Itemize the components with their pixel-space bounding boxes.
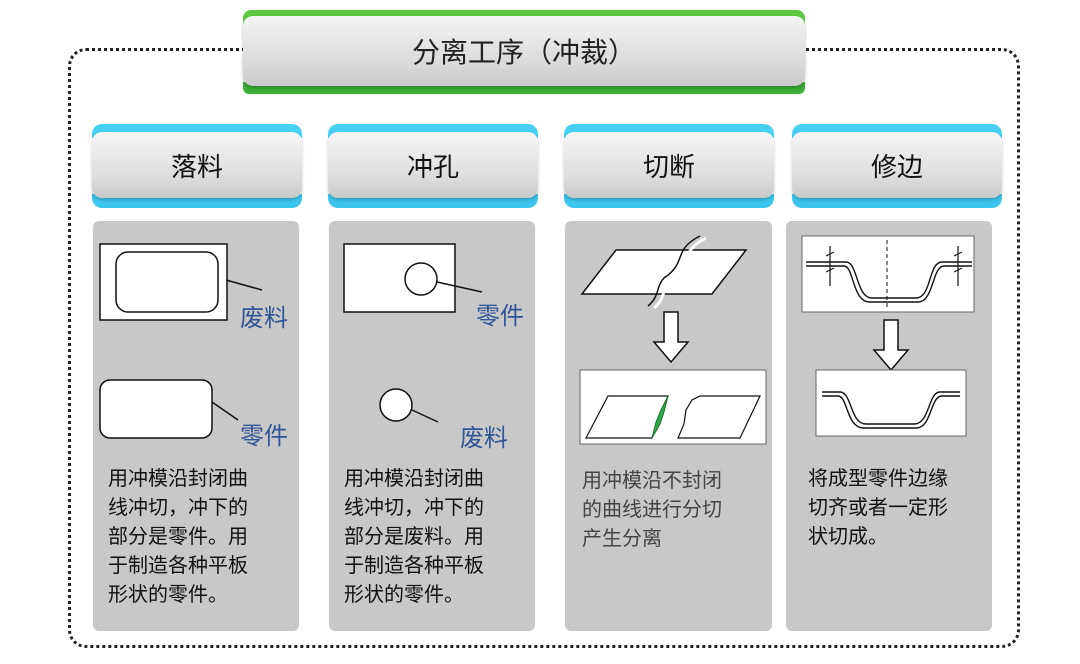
trimming-before-illustration [801,235,975,313]
description-line: 于制造各种平板 [344,553,484,577]
punching-sheet-illustration [343,243,483,313]
description-punching: 用冲模沿封闭曲 线冲切，冲下的 部分是废料。用 于制造各种平板 形状的零件。 [344,464,484,609]
description-line: 线冲切，冲下的 [344,495,484,519]
description-line: 状切成。 [808,524,888,548]
description-line: 将成型零件边缘 [808,466,948,490]
diagram-title: 分离工序（冲裁） [243,16,805,86]
scrap-label: 废料 [460,424,508,452]
column-heading: 切断 [564,132,774,198]
column-header-trimming: 修边 [792,124,1002,208]
description-line: 形状的零件。 [108,582,228,606]
cutting-arrow-icon [652,311,690,364]
description-line: 用冲模沿封闭曲 [108,466,248,490]
description-line: 产生分离 [582,526,662,550]
title-banner: 分离工序（冲裁） [243,10,805,94]
description-trimming: 将成型零件边缘 切齐或者一定形 状切成。 [808,464,948,551]
description-line: 用冲模沿封闭曲 [344,466,484,490]
punching-slug-illustration [379,388,439,423]
description-line: 形状的零件。 [344,582,464,606]
column-header-punching: 冲孔 [328,124,538,208]
part-label: 零件 [240,422,288,450]
column-header-cutting: 切断 [564,124,774,208]
column-heading: 冲孔 [328,132,538,198]
cutting-sheet-illustration [580,235,748,310]
description-line: 的曲线进行分切 [582,497,722,521]
description-line: 线冲切，冲下的 [108,495,248,519]
description-line: 切齐或者一定形 [808,495,948,519]
column-heading: 修边 [792,132,1002,198]
cutting-result-illustration [579,369,767,445]
part-label: 零件 [476,302,524,330]
trimming-arrow-icon [872,319,910,372]
column-header-blanking: 落料 [92,124,302,208]
column-heading: 落料 [92,132,302,198]
scrap-label: 废料 [240,304,288,332]
description-line: 部分是零件。用 [108,524,248,548]
description-blanking: 用冲模沿封闭曲 线冲切，冲下的 部分是零件。用 于制造各种平板 形状的零件。 [108,464,248,609]
trimming-after-illustration [815,369,967,437]
description-line: 用冲模沿不封闭 [582,468,722,492]
description-line: 于制造各种平板 [108,553,248,577]
blanking-part-illustration [99,379,239,439]
description-line: 部分是废料。用 [344,524,484,548]
blanking-sheet-illustration [99,243,263,321]
description-cutting: 用冲模沿不封闭 的曲线进行分切 产生分离 [582,466,722,553]
